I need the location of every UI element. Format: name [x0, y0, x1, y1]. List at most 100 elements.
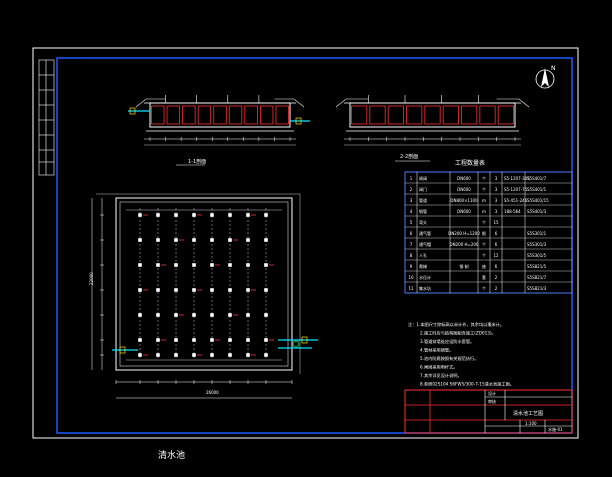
column — [192, 338, 196, 342]
north-label: N — [551, 65, 556, 72]
table-cell: DN200 H=200 — [450, 242, 479, 247]
column — [264, 313, 268, 317]
tank-cell — [275, 105, 289, 125]
column — [156, 213, 160, 217]
column — [228, 288, 232, 292]
table-cell: 3 — [495, 198, 498, 203]
column — [156, 313, 160, 317]
tank-cell — [197, 105, 212, 125]
table-cell: S5-1207-75 — [504, 187, 528, 192]
section1-label: 1-1剖面 — [188, 158, 206, 165]
column — [228, 313, 232, 317]
plan-width-dim: 26000 — [206, 390, 219, 395]
table-cell: 个 — [482, 176, 486, 181]
tank-cell — [182, 105, 196, 125]
table-cell: S5-451-246 — [504, 198, 528, 203]
column — [210, 313, 214, 317]
table-cell: 12 — [493, 253, 499, 258]
earth-right — [274, 98, 305, 108]
note-line: 4.管材采用钢管。 — [420, 347, 453, 354]
binding-strip — [38, 59, 55, 176]
table-cell: 通气管 — [419, 230, 431, 236]
earth-left — [335, 98, 369, 108]
sheet-border — [32, 47, 579, 439]
table-cell: 钢 制 — [459, 263, 468, 269]
column — [174, 288, 178, 292]
table-cell: 座 — [482, 263, 486, 269]
tank-cell — [479, 105, 496, 125]
table-cell: 个 — [482, 187, 486, 192]
table-cell: S5S821/3 — [527, 286, 547, 291]
note-line: 5.池内防腐按照有关规范执行。 — [420, 355, 478, 362]
table-cell: 人孔 — [419, 252, 427, 258]
table-cell: 根 — [482, 230, 486, 236]
table-cell: 2 — [495, 286, 498, 291]
note-line: 3.管道穿墙处应设防水套管。 — [420, 338, 474, 345]
table-cell: 个 — [482, 253, 486, 258]
column — [264, 353, 268, 357]
tank-cell — [424, 105, 441, 125]
table-cell: 闸阀 — [419, 175, 427, 181]
earth-left — [135, 98, 166, 108]
table-cell: 4 — [410, 209, 413, 214]
table-cell: 弯头 — [419, 219, 427, 225]
column — [246, 288, 250, 292]
column — [210, 213, 214, 217]
tb-scale: 1:100 — [525, 421, 537, 426]
valve — [119, 346, 126, 354]
column — [156, 288, 160, 292]
note-line: 7.其余详见设计说明。 — [420, 372, 462, 379]
tank-cell — [228, 105, 243, 125]
tb-sheet: 水施-01 — [548, 426, 563, 432]
column — [174, 353, 178, 357]
table-cell: S5S821/7 — [527, 275, 547, 280]
column — [174, 238, 178, 242]
column — [156, 263, 160, 267]
table-cell: S5S401/7 — [527, 176, 547, 181]
column — [264, 213, 268, 217]
column — [246, 213, 250, 217]
table-cell: DN600 — [457, 187, 471, 192]
table-cell: 11 — [408, 286, 414, 291]
table-cell: 6 — [495, 264, 498, 269]
table-title: 工程数量表 — [455, 159, 485, 167]
notes-block: 注：1.本图尺寸除标高以米计外，其余均以毫米计。2.施工时应与结构图配合施工(Z… — [408, 321, 514, 388]
note-line: 8.参照02S104 S6FW5/300-7-15清水池施工图。 — [420, 381, 514, 388]
table-cell: 爬梯 — [419, 263, 427, 269]
table-cell: 个 — [482, 220, 486, 225]
table-cell: DN800×1100 — [450, 198, 478, 203]
tank-cell — [406, 105, 423, 125]
column — [174, 338, 178, 342]
table-cell: 7 — [410, 242, 413, 247]
table-cell: S5-1207-305 — [504, 176, 530, 181]
table-cell: 188-564 — [504, 209, 521, 214]
plan-outline — [115, 197, 293, 371]
table-cell: S5S301/5 — [527, 253, 547, 258]
table-cell: 6 — [495, 231, 498, 236]
column — [264, 263, 268, 267]
column — [192, 238, 196, 242]
column — [156, 353, 160, 357]
table-cell: 2 — [495, 275, 498, 280]
column — [210, 263, 214, 267]
column — [174, 213, 178, 217]
table-cell: DN600 — [457, 209, 471, 214]
tank-cell — [351, 105, 368, 125]
column — [210, 353, 214, 357]
table-cell: 3 — [495, 187, 498, 192]
tank-cell — [166, 105, 181, 125]
table-cell: 个 — [482, 242, 486, 247]
column — [192, 213, 196, 217]
table-cell: 管道 — [419, 197, 427, 203]
tb-check: 审核 — [488, 398, 496, 404]
tb-design: 设计 — [488, 390, 496, 396]
column — [246, 353, 250, 357]
table-cell: 3 — [495, 176, 498, 181]
table-cell: 5 — [410, 220, 413, 225]
north-arrow: N — [535, 65, 556, 89]
table-cell: 个 — [482, 286, 486, 291]
plan-height-dim: 22000 — [89, 272, 94, 285]
table-cell: 集水坑 — [419, 285, 431, 291]
column — [156, 238, 160, 242]
